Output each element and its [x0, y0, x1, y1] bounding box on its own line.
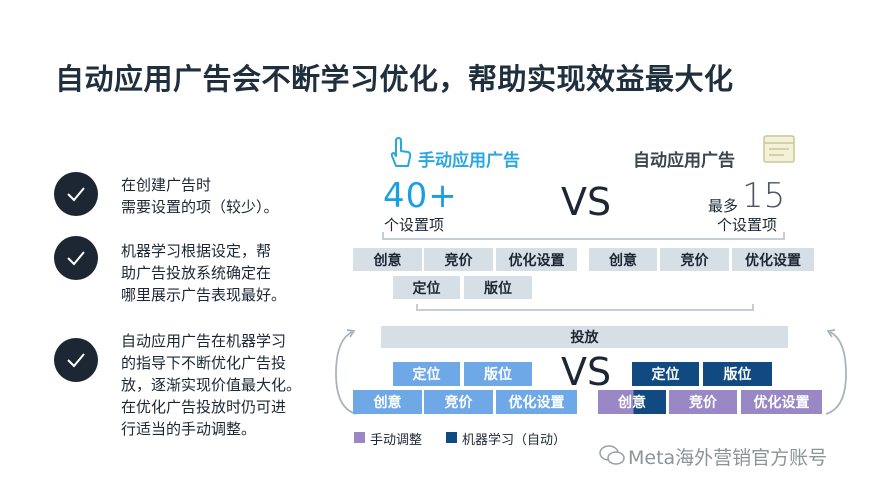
manual-count: 40+	[383, 176, 458, 216]
legend-manual-label: 手动调整	[370, 433, 423, 448]
mid-bracket-tick	[416, 304, 418, 311]
bullet-text-2: 机器学习根据设定，帮 助广告投放系统确定在 哪里展示广告表现最好。	[121, 242, 287, 304]
setting-bid: 竞价	[660, 248, 729, 271]
page-title: 自动应用广告会不断学习优化，帮助实现效益最大化	[55, 62, 734, 96]
machine-icon	[762, 134, 796, 170]
setting-optimization: 优化设置	[496, 248, 577, 271]
mid-bracket	[416, 309, 754, 311]
manual-count-label: 个设置项	[384, 216, 445, 234]
auto-optimization: 优化设置	[741, 390, 822, 414]
setting-creative: 创意	[589, 248, 657, 271]
cycle-arrow-right-icon	[825, 329, 847, 415]
auto-targeting: 定位	[632, 362, 699, 386]
manual-bid: 竞价	[424, 390, 493, 414]
vs-label-top: VS	[561, 180, 612, 224]
setting-optimization: 优化设置	[732, 248, 814, 271]
auto-count: 15	[742, 176, 786, 216]
launch-bar: 投放	[381, 326, 788, 348]
manual-targeting: 定位	[393, 362, 460, 386]
check-icon	[54, 338, 98, 382]
check-icon	[54, 236, 98, 280]
wechat-icon	[599, 445, 625, 465]
legend-ml-label: 机器学习（自动）	[462, 433, 567, 448]
manual-optimization: 优化设置	[496, 390, 577, 414]
manual-creative: 创意	[353, 390, 422, 414]
auto-count-prefix: 最多	[708, 197, 739, 215]
check-icon	[54, 172, 98, 216]
legend-ml-swatch	[446, 432, 457, 443]
cycle-arrow-left-icon	[335, 329, 357, 415]
manual-ads-label: 手动应用广告	[418, 151, 520, 171]
bullet-text-3: 自动应用广告在机器学习 的指导下不断优化广告投 放，逐渐实现价值最大化。 在优化…	[121, 332, 302, 438]
hand-pointer-icon	[386, 136, 414, 174]
setting-targeting: 定位	[393, 276, 460, 299]
mid-bracket-tick	[752, 304, 754, 311]
setting-creative: 创意	[353, 248, 422, 271]
manual-placement: 版位	[464, 362, 532, 386]
auto-ads-label: 自动应用广告	[633, 151, 735, 171]
vs-label-bottom: VS	[561, 350, 612, 394]
auto-bid: 竞价	[669, 390, 737, 414]
setting-bid: 竞价	[424, 248, 493, 271]
auto-count-label: 个设置项	[717, 216, 778, 234]
bullet-text-1: 在创建广告时 需要设置的项（较少）。	[121, 176, 279, 216]
auto-creative: 创意	[598, 390, 666, 414]
top-bracket	[382, 238, 785, 240]
legend-manual-swatch	[354, 432, 365, 443]
setting-placement: 版位	[464, 276, 532, 299]
watermark-text: Meta海外营销官方账号	[628, 447, 828, 469]
top-bracket-tick	[382, 232, 384, 240]
auto-placement: 版位	[703, 362, 772, 386]
top-bracket-tick	[783, 232, 785, 240]
